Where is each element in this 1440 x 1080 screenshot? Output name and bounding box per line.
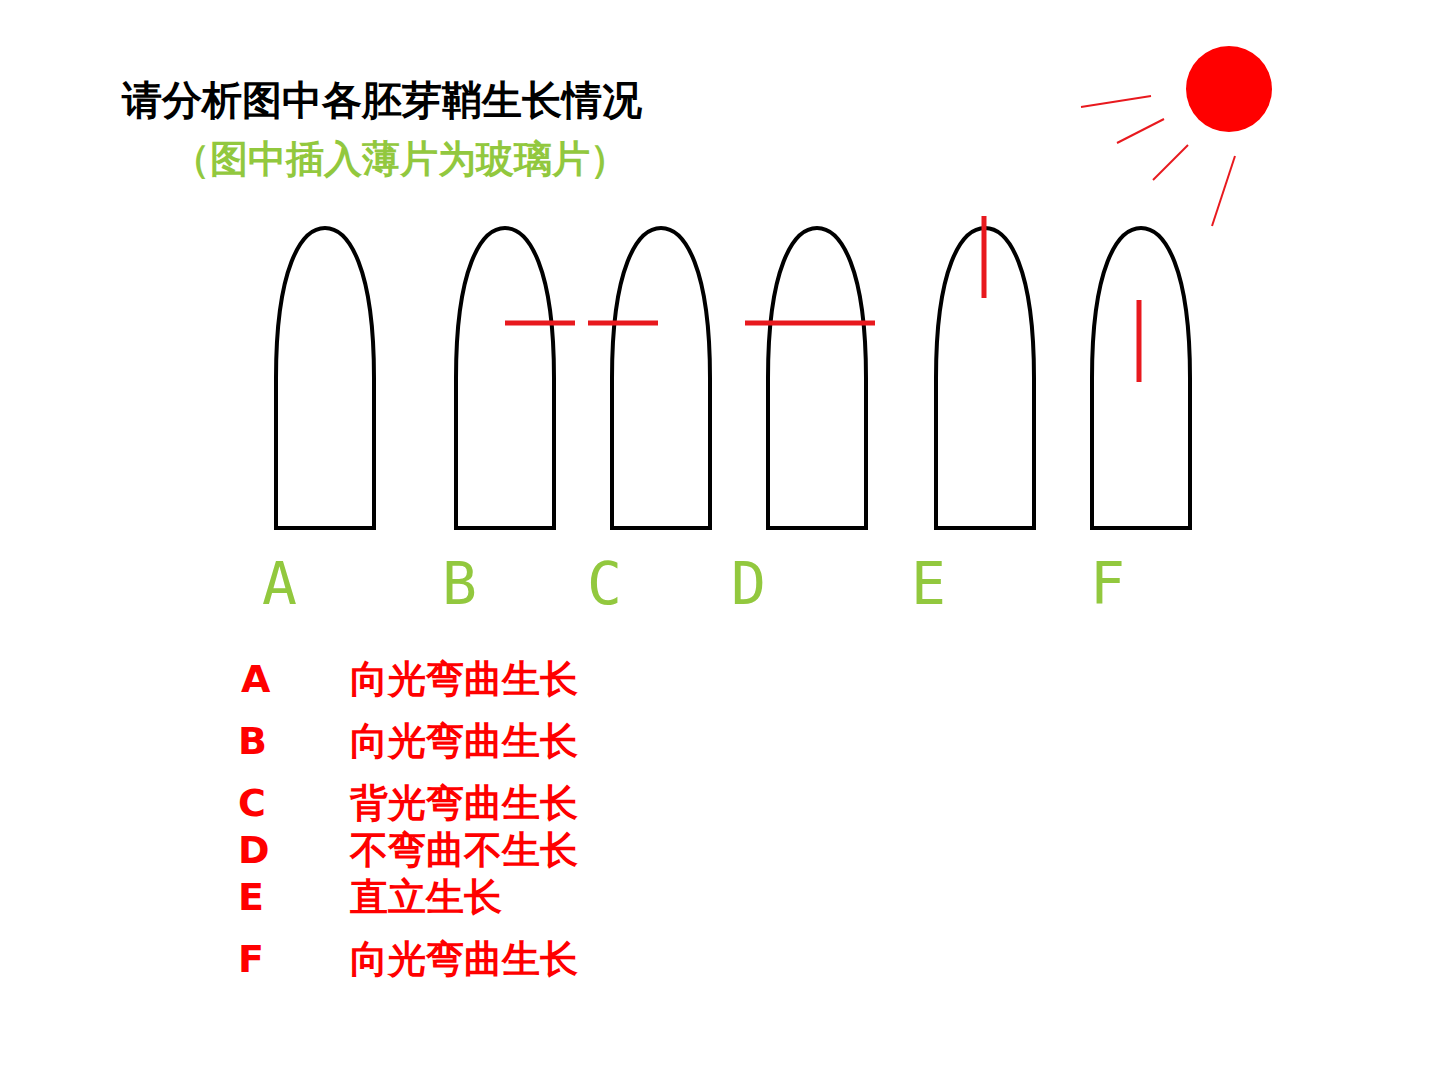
answer-letter: E [238, 878, 264, 916]
answer-letter: F [238, 940, 264, 978]
specimen-letter: C [587, 555, 622, 613]
answer-text: 向光弯曲生长 [350, 940, 578, 978]
answer-text: 不弯曲不生长 [350, 831, 578, 869]
specimen-letter: A [262, 555, 297, 613]
sun [1081, 46, 1272, 226]
answer-text: 向光弯曲生长 [350, 722, 578, 760]
subtitle: （图中插入薄片为玻璃片） [172, 140, 628, 178]
answer-letter: B [238, 722, 267, 760]
title: 请分析图中各胚芽鞘生长情况 [122, 80, 642, 120]
glass-slices [505, 216, 1139, 382]
specimen-letter: E [911, 555, 946, 613]
specimen-letter: B [442, 555, 477, 613]
answer-letter: C [238, 784, 266, 822]
answer-text: 向光弯曲生长 [350, 660, 578, 698]
answer-text: 背光弯曲生长 [350, 784, 578, 822]
coleoptiles [276, 228, 1190, 528]
answer-letter: D [238, 831, 270, 869]
answer-text: 直立生长 [350, 878, 502, 916]
answer-letter: A [241, 660, 270, 698]
specimen-letter: F [1090, 555, 1125, 613]
specimen-letter: D [731, 555, 766, 613]
